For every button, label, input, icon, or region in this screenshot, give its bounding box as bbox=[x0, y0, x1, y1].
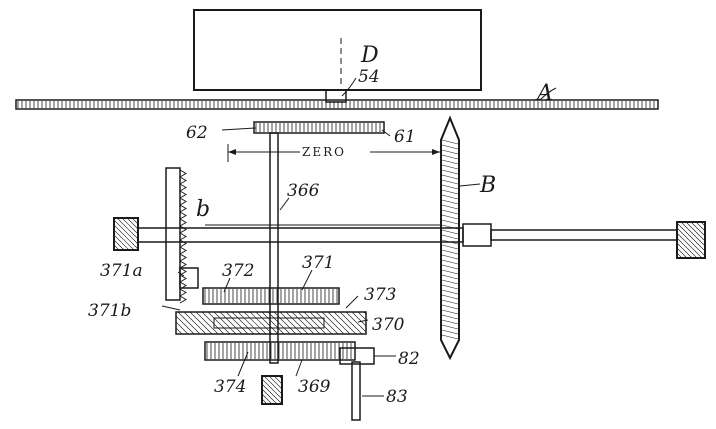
label-a: A bbox=[535, 81, 553, 106]
shaft-366 bbox=[269, 132, 279, 364]
label-373: 373 bbox=[364, 285, 396, 305]
label-b-lower: b bbox=[196, 197, 210, 222]
label-61: 61 bbox=[394, 127, 416, 147]
gear-371 bbox=[202, 287, 340, 305]
zero-dimension bbox=[227, 144, 440, 162]
label-d: D bbox=[360, 43, 379, 68]
label-370: 370 bbox=[372, 315, 405, 335]
bearing-right bbox=[676, 221, 706, 259]
box-d bbox=[193, 9, 482, 91]
label-366: 366 bbox=[287, 181, 320, 201]
gear-370 bbox=[175, 311, 367, 335]
leader-lines bbox=[161, 77, 557, 397]
label-372: 372 bbox=[222, 261, 254, 281]
rack-a bbox=[15, 99, 659, 110]
horizontal-shaft bbox=[137, 223, 678, 247]
pin-83 bbox=[351, 361, 361, 421]
label-b-upper: B bbox=[479, 173, 496, 198]
bearing-left bbox=[113, 217, 139, 251]
gear-61 bbox=[253, 121, 385, 134]
label-371: 371 bbox=[302, 253, 334, 273]
label-371b: 371b bbox=[88, 301, 131, 321]
label-369: 369 bbox=[298, 377, 331, 397]
label-371a: 371a bbox=[100, 261, 143, 281]
label-82: 82 bbox=[398, 349, 420, 369]
label-83: 83 bbox=[386, 387, 408, 407]
sector-gear bbox=[165, 167, 199, 304]
label-54: 54 bbox=[358, 67, 380, 87]
shaft-54 bbox=[325, 89, 347, 103]
bearing-bottom bbox=[261, 375, 283, 405]
label-374: 374 bbox=[214, 377, 246, 397]
gear-369 bbox=[204, 341, 356, 361]
label-zero: ZERO bbox=[302, 145, 346, 159]
label-62: 62 bbox=[186, 123, 208, 143]
disc-b bbox=[440, 115, 460, 361]
